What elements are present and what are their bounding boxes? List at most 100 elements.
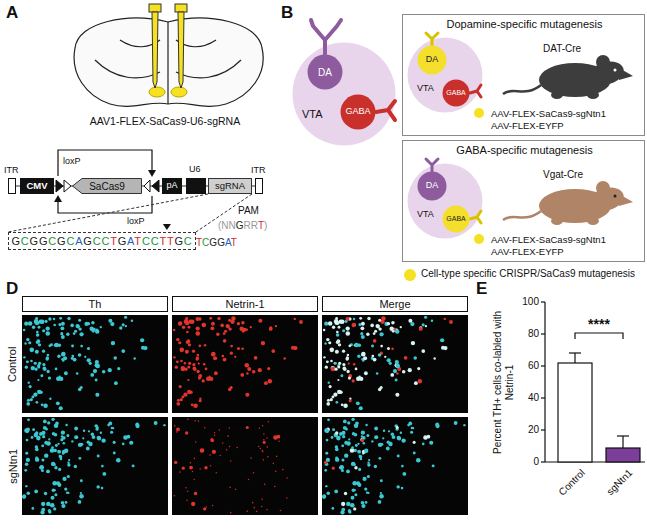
netrin-cell xyxy=(178,321,183,326)
th-cell xyxy=(367,461,369,463)
merge-cell xyxy=(361,352,365,356)
injection-needle xyxy=(149,4,187,88)
th-cell xyxy=(392,435,396,439)
merge-cell xyxy=(355,368,358,371)
th-cell xyxy=(113,356,117,360)
th-cell xyxy=(54,489,56,491)
netrin-speck xyxy=(280,510,282,512)
th-cell xyxy=(35,445,38,448)
th-cell xyxy=(76,372,79,375)
th-cell xyxy=(361,335,365,339)
merge-cell xyxy=(348,344,351,347)
merge-cell xyxy=(336,341,339,344)
th-cell xyxy=(74,427,78,431)
th-cell xyxy=(326,439,329,442)
th-cell xyxy=(63,442,66,445)
cell-body xyxy=(443,206,470,233)
th-cell xyxy=(31,436,34,439)
netrin-cell xyxy=(237,322,240,325)
netrin-speck xyxy=(187,490,189,492)
merge-cell xyxy=(360,326,364,330)
netrin-speck xyxy=(264,483,266,485)
th-cell xyxy=(358,468,361,471)
th-cell xyxy=(86,447,90,451)
netrin-speck xyxy=(210,465,212,467)
merge-cell xyxy=(378,327,381,330)
gene-body xyxy=(73,179,142,194)
merge-cell xyxy=(356,376,361,381)
netrin-cell xyxy=(419,327,423,331)
th-cell xyxy=(27,399,30,402)
th-cell xyxy=(325,485,327,487)
th-cell xyxy=(386,447,390,451)
merge-cell xyxy=(343,368,346,371)
th-cell xyxy=(82,437,84,439)
netrin-cell xyxy=(178,341,181,344)
netrin-cell xyxy=(220,324,224,328)
column-header: Netrin-1 xyxy=(172,296,318,312)
th-cell xyxy=(111,341,115,345)
netrin-cell xyxy=(351,323,356,328)
netrin-speck xyxy=(262,459,264,461)
vta-region: VTADAGABA xyxy=(292,42,396,146)
th-cell xyxy=(32,326,35,329)
th-cell xyxy=(41,431,45,435)
th-cell xyxy=(91,321,94,324)
th-cell xyxy=(413,452,416,455)
netrin-cell xyxy=(203,363,206,366)
th-cell xyxy=(346,502,350,506)
label-text: loxP xyxy=(63,156,81,166)
virus-marker xyxy=(474,234,484,244)
merge-cell xyxy=(327,399,330,402)
th-cell xyxy=(31,507,34,510)
column-header: Merge xyxy=(322,296,468,312)
th-cell xyxy=(357,483,361,487)
th-cell xyxy=(102,472,106,476)
th-cell xyxy=(41,502,45,506)
netrin-speck xyxy=(229,487,231,489)
th-cell xyxy=(413,356,417,360)
th-cell xyxy=(116,458,121,463)
th-cell xyxy=(80,492,82,494)
merge-cell xyxy=(346,326,350,330)
th-cell xyxy=(96,426,99,429)
netrin-cell xyxy=(202,379,205,382)
netrin-cell xyxy=(197,354,200,357)
th-cell xyxy=(397,436,401,440)
flip-arrow xyxy=(58,150,152,213)
th-cell xyxy=(55,422,59,426)
th-cell xyxy=(396,364,400,368)
th-cell xyxy=(60,332,63,335)
dopamine-neuron: DA xyxy=(307,54,343,90)
node-text: ITR xyxy=(4,165,19,175)
th-cell xyxy=(41,403,44,406)
merge-cell xyxy=(328,321,333,326)
netrin-cell xyxy=(205,368,208,371)
netrin-cell xyxy=(396,372,399,375)
node-text: CMV xyxy=(26,181,47,191)
netrin-cell xyxy=(346,317,350,321)
micrograph xyxy=(172,315,318,413)
micrograph xyxy=(172,417,318,515)
th-cell xyxy=(62,436,66,440)
th-cell xyxy=(95,329,99,333)
netrin-cell xyxy=(373,339,377,343)
th-cell xyxy=(28,341,31,344)
th-cell xyxy=(340,465,344,469)
th-cell xyxy=(402,472,406,476)
netrin-speck xyxy=(267,456,269,458)
netrin-cell xyxy=(194,492,197,495)
th-cell xyxy=(119,326,122,329)
netrin-speck xyxy=(226,449,228,451)
netrin-speck xyxy=(286,477,288,479)
th-cell xyxy=(355,444,358,447)
netrin-cell xyxy=(193,404,198,409)
th-cell xyxy=(364,487,367,490)
th-cell xyxy=(75,324,79,328)
node-text: GABA xyxy=(345,107,370,117)
brain-section xyxy=(74,18,263,106)
netrin-cell xyxy=(186,339,190,343)
netrin-cell xyxy=(258,319,262,323)
netrin-cell xyxy=(186,341,189,344)
polya-box: pA xyxy=(162,178,182,194)
